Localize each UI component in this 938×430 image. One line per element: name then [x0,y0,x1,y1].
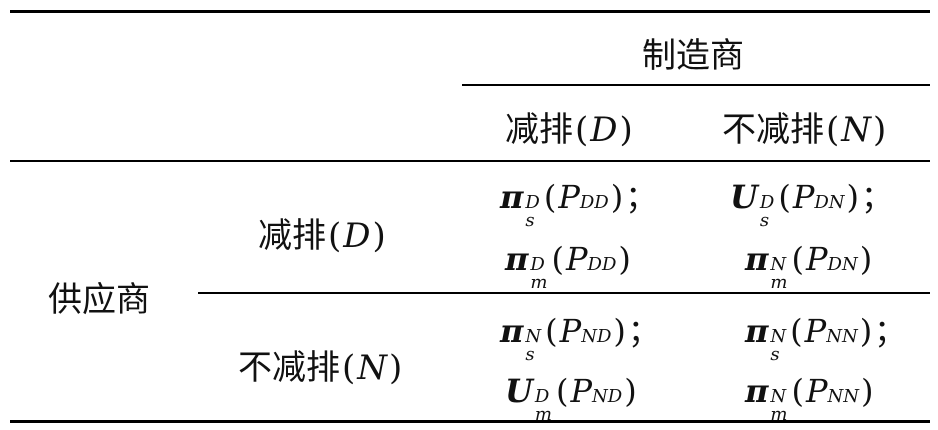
payoff-superscript: D [525,192,540,213]
payoff-subscript: m [534,404,552,425]
row-header-reduce-label: 减排 [258,216,326,256]
payoff-subscript: m [530,272,548,293]
separator: ； [625,178,658,216]
row-header-noreduce-label: 不减排 [238,348,340,388]
payoff-symbol: U [505,372,533,410]
payoff-superscript: D [534,386,550,407]
profit-function-subscript: DN [814,192,845,213]
close-paren: ) [861,372,874,410]
manufacturer-rule [462,84,930,86]
close-paren: ) [859,312,873,350]
separator: ； [874,312,907,350]
payoff-subscript: s [770,344,780,365]
separator: ； [627,312,660,350]
profit-function-subscript: DD [587,254,617,275]
profit-function-p: P [804,312,827,350]
open-paren: ( [551,240,564,278]
payoff-symbol: π [500,312,524,350]
profit-function-p: P [558,178,580,216]
close-paren: ) [618,240,631,278]
close-paren: ) [846,178,860,216]
open-paren: ( [791,240,804,278]
column-header-reduce-code: D [590,110,618,150]
profit-function-subscript: NN [827,386,860,407]
manufacturer-header: 制造商 [642,36,744,76]
column-header-noreduce-label: 不减排 [722,110,824,150]
profit-function-p: P [805,240,828,278]
payoff-symbol: U [730,178,758,216]
open-paren: ( [555,372,569,410]
payoff-subscript: m [770,404,788,425]
separator: ； [861,178,894,216]
payoff-superscript: N [770,326,787,347]
column-header-noreduce-code: N [841,110,872,150]
profit-function-p: P [565,240,588,278]
close-paren: ) [610,178,624,216]
payoff-symbol: π [745,240,769,278]
close-paren: ) [859,240,873,278]
row-divider-rule [198,292,930,294]
bottom-rule [10,420,930,423]
payoff-superscript: N [770,386,787,407]
open-paren: ( [543,178,557,216]
profit-function-subscript: ND [581,326,612,347]
supplier-label: 供应商 [48,280,150,320]
profit-function-p: P [559,312,582,350]
open-paren: ( [778,178,791,216]
row-header-reduce: 减排(D) [258,216,386,256]
payoff-superscript: N [525,326,542,347]
payoff-superscript: D [530,254,545,275]
header-bottom-rule [10,160,930,162]
profit-function-subscript: DD [579,192,609,213]
payoff-symbol: π [505,240,529,278]
profit-function-p: P [805,372,828,410]
close-paren: ) [613,312,626,350]
row-header-noreduce-code: N [357,348,388,388]
payoff-subscript: s [525,210,535,231]
column-header-reduce: 减排(D) [505,110,633,150]
open-paren: ( [790,312,803,350]
payoff-subscript: s [759,210,770,231]
profit-function-subscript: DN [827,254,858,275]
row-header-noreduce: 不减排(N) [238,348,403,388]
row-header-reduce-code: D [343,216,371,256]
profit-function-subscript: ND [592,386,623,407]
payoff-symbol: π [500,178,524,216]
payoff-superscript: N [770,254,787,275]
payoff-superscript: D [759,192,775,213]
column-header-noreduce: 不减排(N) [722,110,887,150]
payoff-symbol: π [745,372,769,410]
close-paren: ) [624,372,637,410]
payoff-symbol: π [745,312,769,350]
profit-function-p: P [570,372,592,410]
open-paren: ( [545,312,558,350]
open-paren: ( [791,372,804,410]
top-rule [10,10,930,13]
profit-function-p: P [792,178,815,216]
column-header-reduce-label: 减排 [505,110,573,150]
payoff-subscript: m [770,272,788,293]
profit-function-subscript: NN [826,326,858,347]
payoff-subscript: s [525,344,535,365]
